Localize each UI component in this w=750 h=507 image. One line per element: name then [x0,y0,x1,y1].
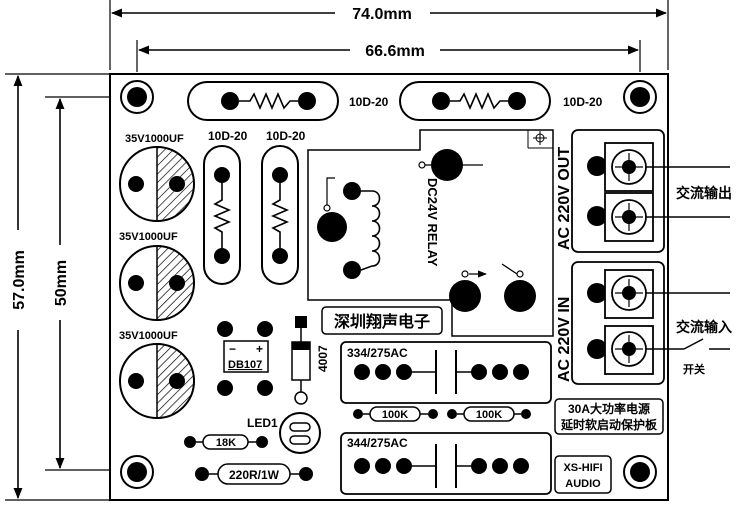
mounting-holes [120,80,657,489]
cap3-label: 35V1000UF [119,330,178,342]
ac-output-annotation: 交流输出 [676,185,732,201]
overall-width-label: 74.0mm [352,6,412,23]
film-capacitor-top [340,341,552,404]
resistor-100k-2-label: 100K [476,409,502,421]
brand-logo-box [554,455,612,494]
film-cap-top-label: 334/275AC [347,346,408,360]
thermistor-vertical-left-label: 10D-20 [208,129,248,143]
film-cap-bottom-label: 344/275AC [347,436,408,450]
ac-out-label: AC 220V OUT [556,147,573,250]
resistor-18k-label: 18K [216,437,236,449]
hole-spacing-height-label: 50mm [53,260,70,306]
led [279,412,321,454]
resistor-100k-1 [353,406,438,422]
relay [307,129,554,337]
switch-annotation: 开关 [683,362,705,376]
terminal-block-in [571,261,665,385]
resistor-100k-1-label: 100K [382,409,408,421]
thermistor-vertical-right [261,145,299,285]
overall-height-label: 57.0mm [11,250,28,310]
resistor-220r [195,463,313,485]
brand-logo-line1: XS-HIFI [563,462,602,474]
bridge-plus-label: + [256,342,263,356]
brand-cn-box [321,306,443,335]
diode [291,316,311,405]
electrolytic-capacitor-2 [119,245,195,321]
ac-in-label: AC 220V IN [556,297,573,382]
diode-label: 4007 [316,345,330,372]
brand-cn-label: 深圳翔声电子 [334,312,430,331]
cap2-label: 35V1000UF [119,231,178,243]
thermistor-vertical-right-label: 10D-20 [266,129,306,143]
cap1-label: 35V1000UF [125,133,184,145]
board-title-line1: 30A大功率电源 [568,401,650,416]
thermistor-top-left-label: 10D-20 [349,95,389,109]
resistor-220r-label: 220R/1W [229,468,280,482]
thermistor-top-left [187,81,339,121]
bridge-rectifier [217,321,273,396]
resistor-100k-2 [447,406,531,422]
electrolytic-capacitor-3 [119,343,195,419]
electrolytic-capacitor-1 [119,146,195,222]
brand-logo-line2: AUDIO [565,478,601,490]
led-label: LED1 [247,416,278,430]
bridge-label: DB107 [228,359,262,371]
relay-label: DC24V RELAY [425,178,440,267]
board-title-box [554,398,664,435]
thermistor-top-right [399,81,551,121]
film-capacitor-bottom [340,432,552,495]
thermistor-top-right-label: 10D-20 [563,95,603,109]
resistor-18k [184,434,268,450]
hole-spacing-width-label: 66.6mm [365,43,425,60]
board-title-line2: 延时软启动保护板 [560,417,658,432]
bridge-minus-label: − [229,342,236,356]
ac-input-annotation: 交流输入 [676,319,732,335]
terminal-block-out [571,129,665,253]
thermistor-vertical-left [203,145,241,285]
external-wires [646,166,730,350]
